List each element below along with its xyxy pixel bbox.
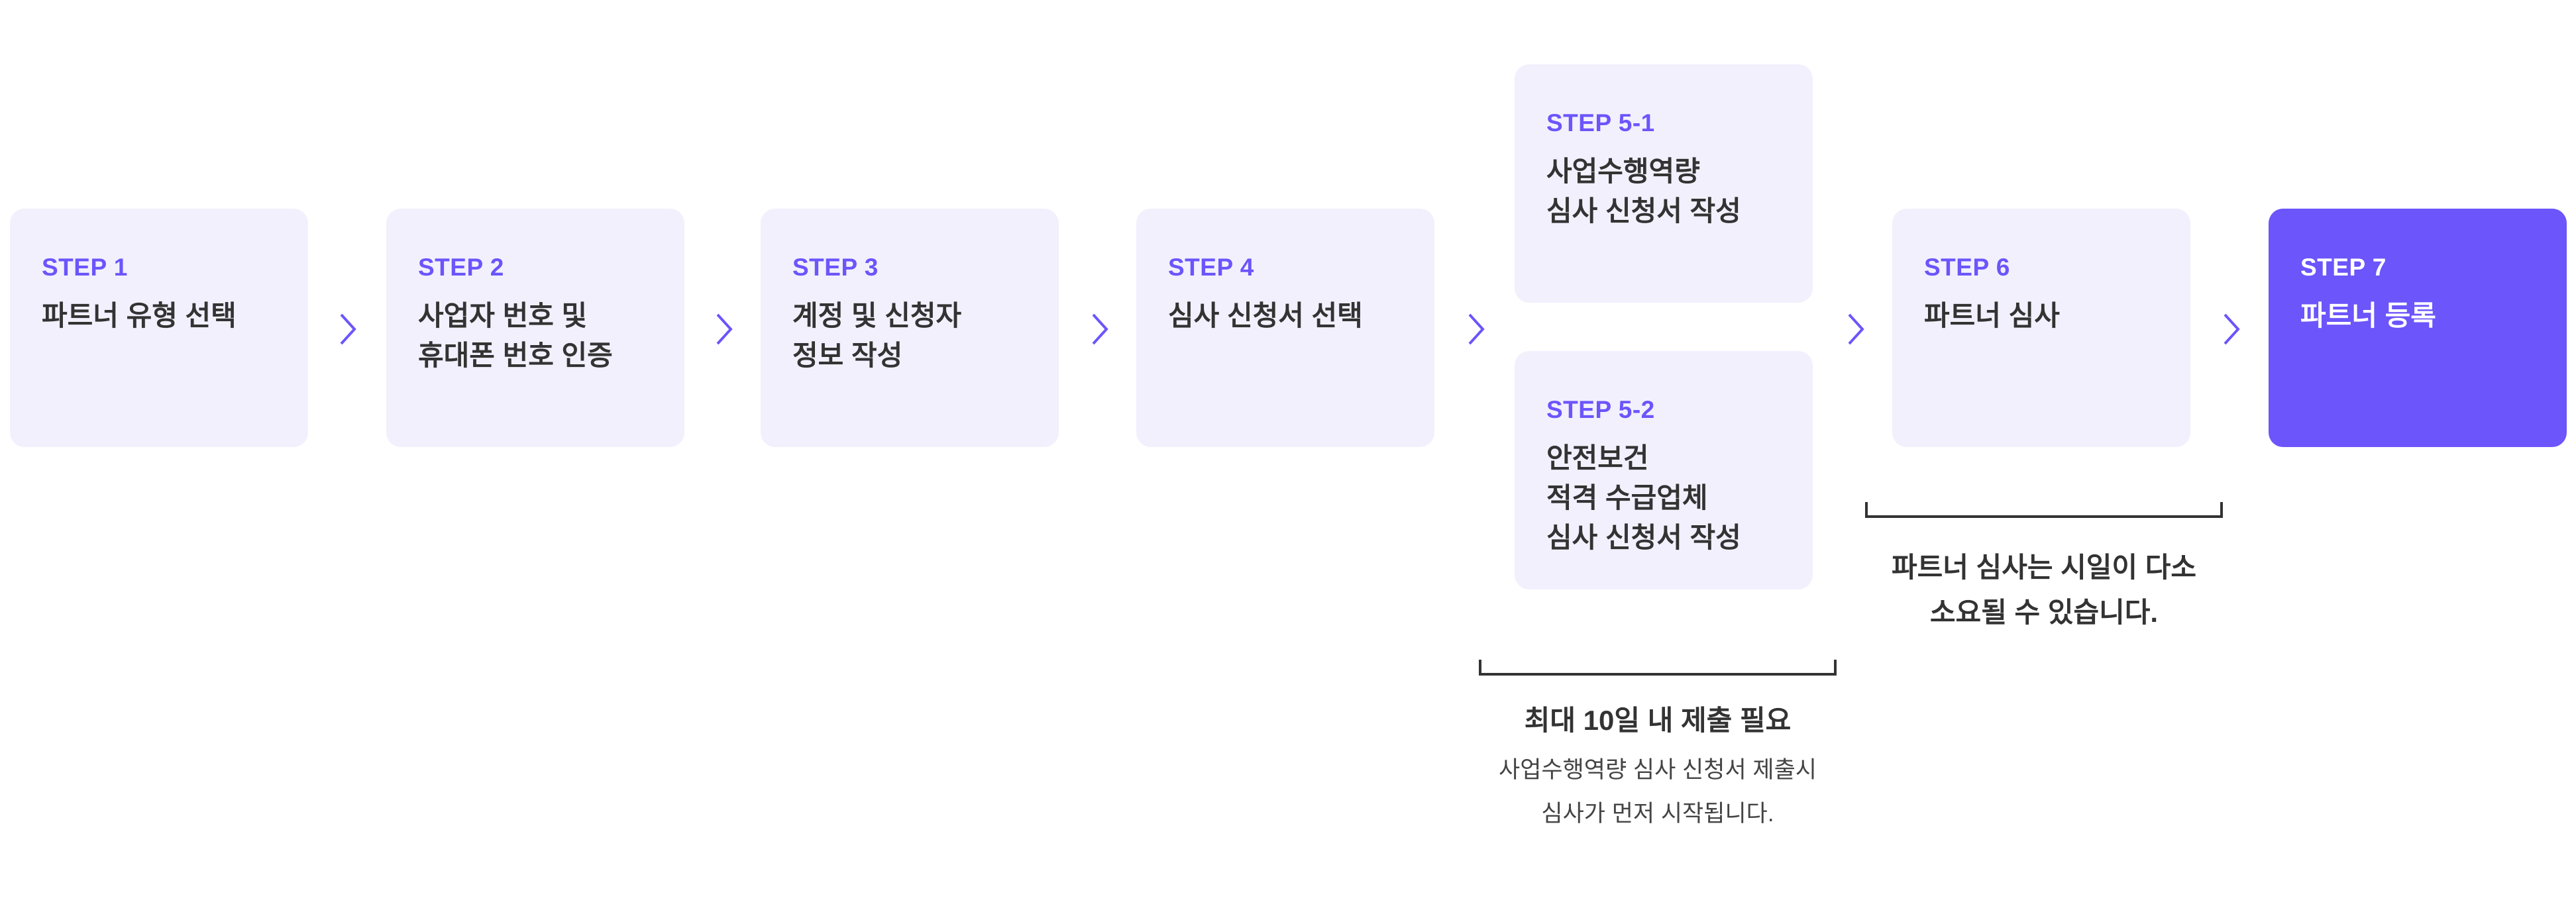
step-3-card: STEP 3 계정 및 신청자 정보 작성: [761, 209, 1059, 447]
chevron-right-icon: [2224, 313, 2240, 345]
chevron-right-icon: [340, 313, 356, 345]
step-label: STEP 4: [1168, 254, 1254, 281]
step-5-bracket: [1479, 660, 1837, 676]
step-4-card: STEP 4 심사 신청서 선택: [1136, 209, 1434, 447]
step-5-detail-note: 사업수행역량 심사 신청서 제출시 심사가 먼저 시작됩니다.: [1499, 757, 1817, 827]
step-1-card: STEP 1 파트너 유형 선택: [10, 209, 308, 447]
step-6-duration-note: 파트너 심사는 시일이 다소 소요될 수 있습니다.: [1891, 552, 2197, 628]
step-label: STEP 5-1: [1546, 109, 1655, 136]
step-label: STEP 1: [42, 254, 128, 281]
step-label: STEP 2: [418, 254, 504, 281]
chevron-right-icon: [1092, 313, 1108, 345]
chevron-right-icon: [716, 313, 733, 345]
step-5-2-card: STEP 5-2 안전보건 적격 수급업체 심사 신청서 작성: [1515, 351, 1813, 589]
step-7-card: STEP 7 파트너 등록: [2269, 209, 2567, 447]
step-title: 계정 및 신청자 정보 작성: [792, 300, 962, 371]
step-6-card: STEP 6 파트너 심사: [1892, 209, 2190, 447]
step-title: 파트너 등록: [2300, 300, 2436, 331]
step-title: 사업수행역량 심사 신청서 작성: [1546, 156, 1741, 227]
step-title: 파트너 심사: [1924, 300, 2060, 331]
step-title: 사업자 번호 및 휴대폰 번호 인증: [418, 300, 613, 371]
step-2-card: STEP 2 사업자 번호 및 휴대폰 번호 인증: [386, 209, 684, 447]
step-label: STEP 7: [2300, 254, 2387, 281]
step-title: 안전보건 적격 수급업체 심사 신청서 작성: [1546, 442, 1741, 553]
step-title: 심사 신청서 선택: [1168, 300, 1363, 331]
step-5-1-card: STEP 5-1 사업수행역량 심사 신청서 작성: [1515, 64, 1813, 303]
step-5-deadline-note: 최대 10일 내 제출 필요: [1524, 705, 1792, 736]
chevron-right-icon: [1468, 313, 1485, 345]
chevron-right-icon: [1848, 313, 1864, 345]
step-6-bracket: [1865, 502, 2223, 518]
step-label: STEP 6: [1924, 254, 2010, 281]
step-label: STEP 3: [792, 254, 879, 281]
step-label: STEP 5-2: [1546, 396, 1655, 423]
step-title: 파트너 유형 선택: [42, 300, 237, 331]
